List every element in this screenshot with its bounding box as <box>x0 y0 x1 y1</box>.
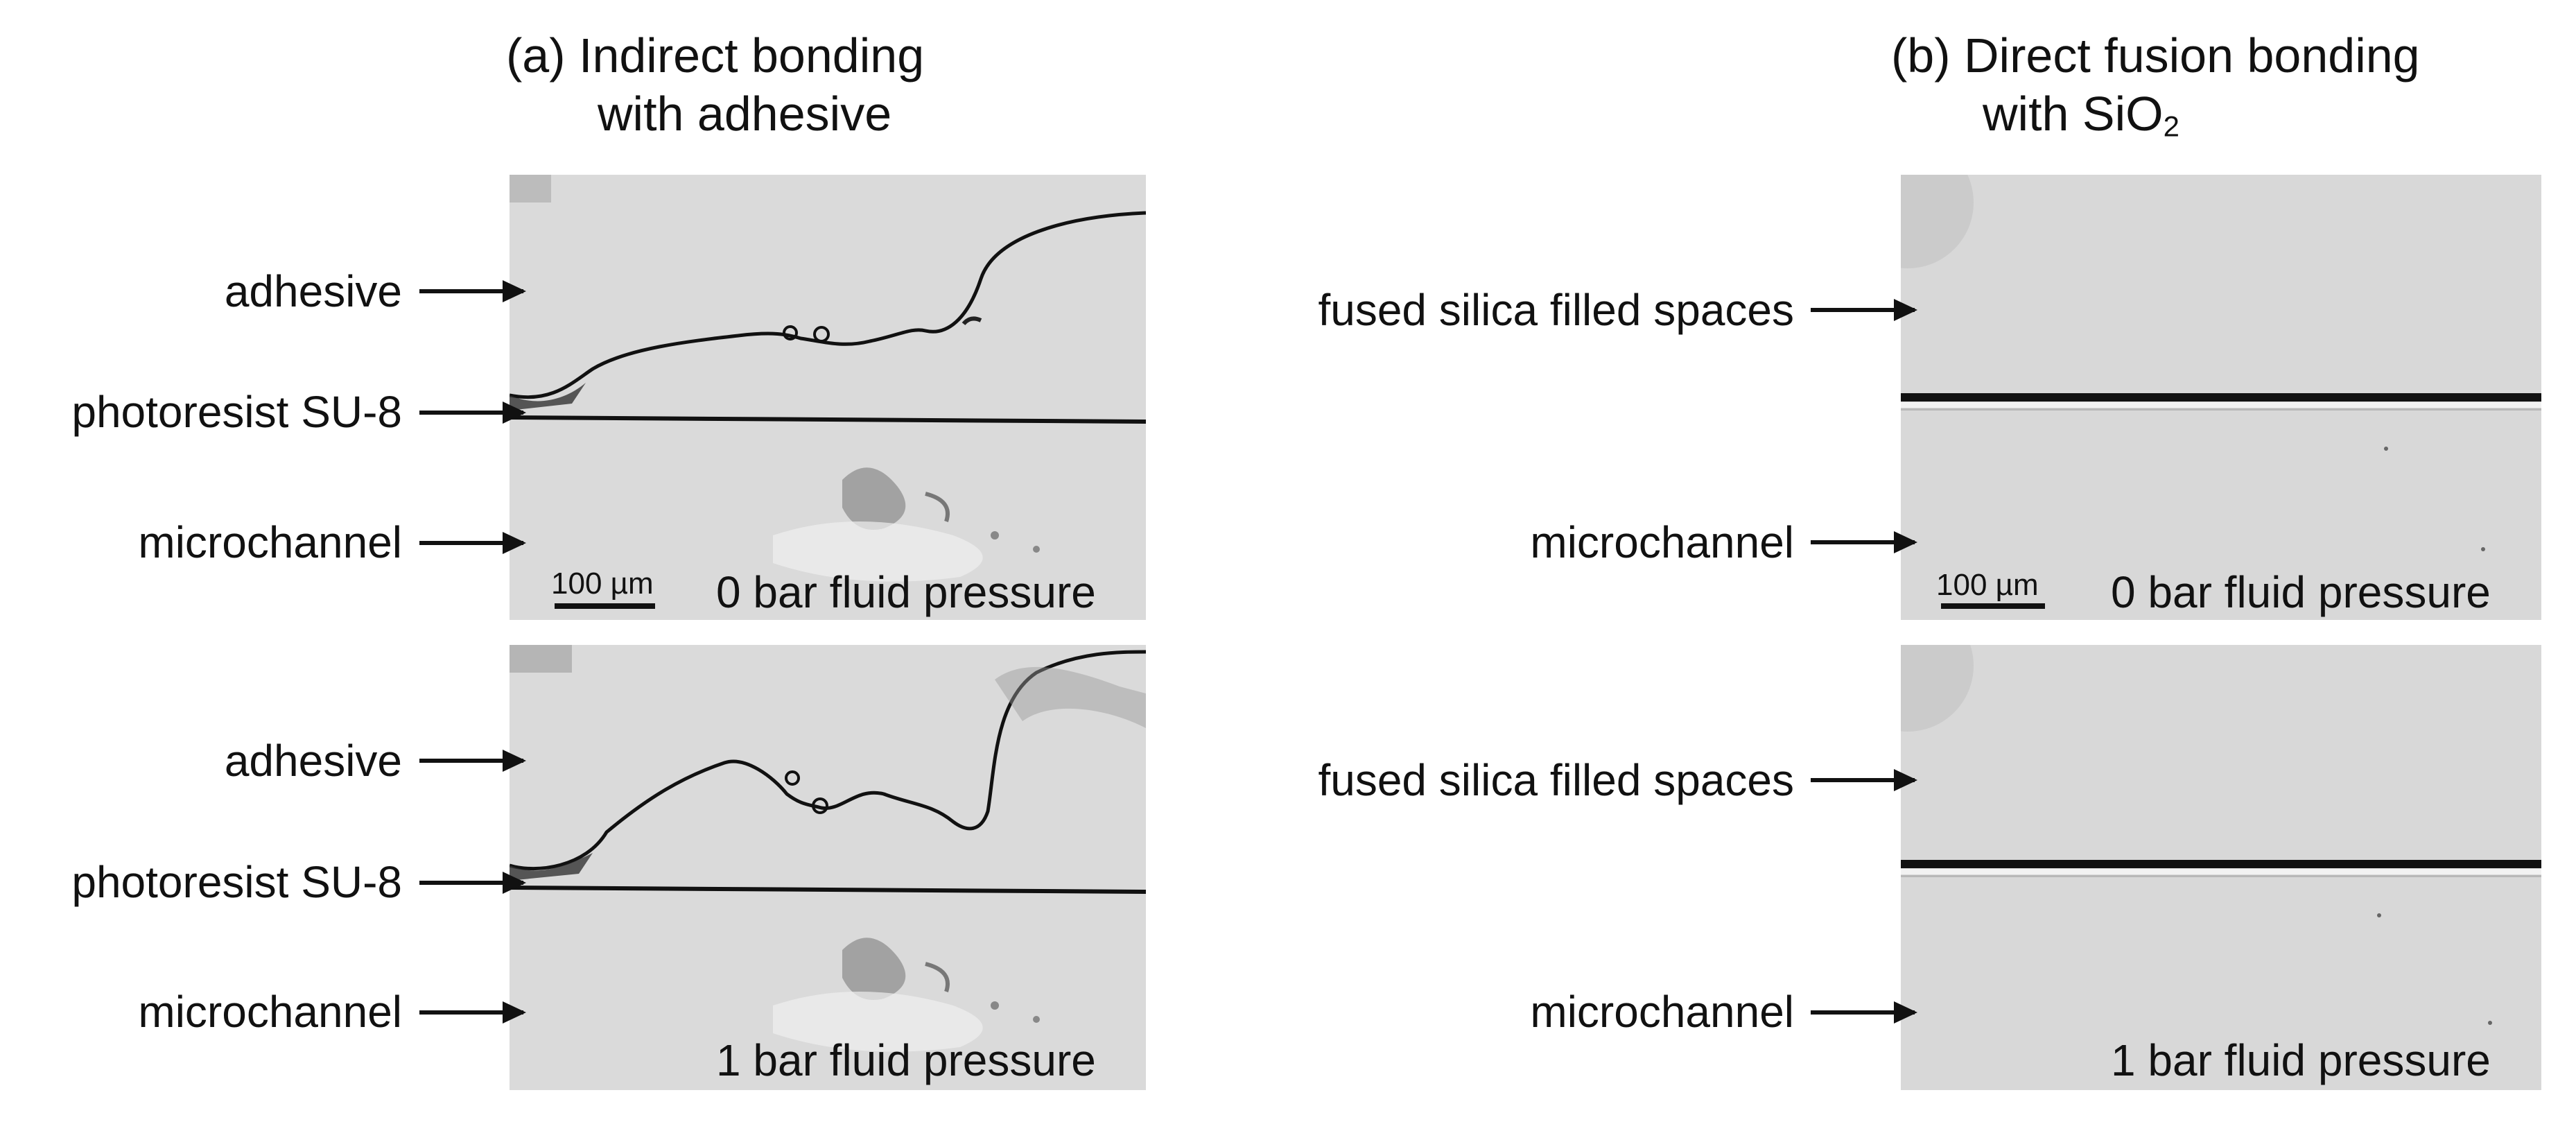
panel-a-top-arrow-su8 <box>419 402 526 424</box>
panel-b-bottom-arrow-fused-silica <box>1811 769 1917 791</box>
panel-b-scale-text: 100 µm <box>1936 568 2039 602</box>
panel-b-bottom-caption: 1 bar fluid pressure <box>2111 1035 2491 1085</box>
panel-b-title-line2-text: with SiO <box>1983 87 2164 141</box>
panel-a-bottom-arrow-microchannel <box>419 1001 526 1024</box>
panel-b-top-caption: 0 bar fluid pressure <box>2111 567 2491 617</box>
panel-a-top-label-microchannel: microchannel <box>138 517 402 567</box>
panel-a-bottom-arrow-adhesive <box>419 750 526 772</box>
panel-a-top-arrow-adhesive <box>419 280 526 302</box>
panel-b-scale-bar <box>1941 603 2045 609</box>
panel-a-top-micrograph <box>510 175 1146 620</box>
panel-a-top-micrograph-drawing <box>510 175 1146 620</box>
panel-a-top-caption: 0 bar fluid pressure <box>716 567 1096 617</box>
panel-b-top-micrograph-drawing <box>1901 175 2541 620</box>
panel-a-bottom-arrow-su8 <box>419 872 526 894</box>
panel-b-top-arrow-fused-silica <box>1811 299 1917 321</box>
panel-a-bottom-micrograph <box>510 645 1146 1090</box>
panel-b-bottom-arrow-microchannel <box>1811 1001 1917 1024</box>
panel-a-top-label-su8: photoresist SU-8 <box>71 387 402 437</box>
panel-a-top-label-adhesive: adhesive <box>224 266 402 316</box>
panel-b-title-line1: (b) Direct fusion bonding <box>1891 28 2420 83</box>
panel-b-bottom-micrograph-drawing <box>1901 645 2541 1090</box>
panel-a-bottom-label-adhesive: adhesive <box>224 736 402 786</box>
panel-b-bottom-label-fused-silica: fused silica filled spaces <box>1318 755 1794 805</box>
panel-a-bottom-caption: 1 bar fluid pressure <box>716 1035 1096 1085</box>
panel-b-bottom-micrograph <box>1901 645 2541 1090</box>
panel-b-bottom-label-microchannel: microchannel <box>1530 987 1794 1037</box>
panel-a-bottom-micrograph-drawing <box>510 645 1146 1090</box>
panel-b-title-line2: with SiO2 <box>1983 85 2179 155</box>
panel-a-top-arrow-microchannel <box>419 532 526 554</box>
panel-a-scale-text: 100 µm <box>551 567 654 601</box>
panel-a-scale-bar <box>555 603 655 609</box>
panel-b-top-micrograph <box>1901 175 2541 620</box>
panel-a-title-line2: with adhesive <box>598 87 892 141</box>
panel-a-bottom-label-su8: photoresist SU-8 <box>71 857 402 907</box>
panel-a-title-line1: (a) Indirect bonding <box>506 28 925 83</box>
panel-b-top-arrow-microchannel <box>1811 531 1917 553</box>
panel-b-title-line2-subscript: 2 <box>2163 110 2179 143</box>
panel-a-bottom-label-microchannel: microchannel <box>138 987 402 1037</box>
panel-b-top-label-microchannel: microchannel <box>1530 517 1794 567</box>
panel-b-top-label-fused-silica: fused silica filled spaces <box>1318 285 1794 335</box>
